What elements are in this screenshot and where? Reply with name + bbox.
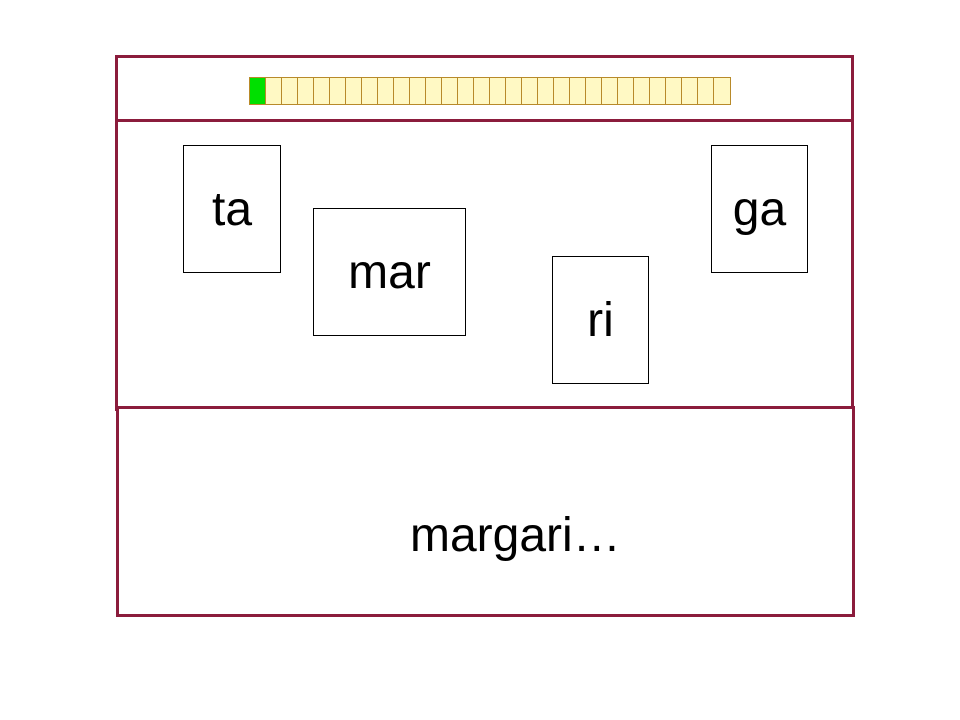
progress-segment-filled [250,78,266,104]
progress-segment-empty [666,78,682,104]
progress-segment-empty [618,78,634,104]
progress-segment-empty [298,78,314,104]
progress-segment-empty [538,78,554,104]
progress-segment-empty [650,78,666,104]
progress-segment-empty [314,78,330,104]
progress-segment-empty [554,78,570,104]
progress-segment-empty [698,78,714,104]
progress-segment-empty [586,78,602,104]
answer-word: margari… [410,509,621,562]
syllable-card-ta[interactable]: ta [183,145,281,273]
progress-segment-empty [266,78,282,104]
progress-segment-empty [378,78,394,104]
progress-segment-empty [522,78,538,104]
progress-segment-empty [602,78,618,104]
progress-segment-empty [346,78,362,104]
progress-segment-empty [458,78,474,104]
progress-segment-empty [362,78,378,104]
progress-segment-empty [682,78,698,104]
syllable-card-mar[interactable]: mar [313,208,466,336]
progress-segment-empty [634,78,650,104]
progress-segment-empty [474,78,490,104]
progress-segment-empty [490,78,506,104]
progress-segment-empty [410,78,426,104]
progress-segment-empty [506,78,522,104]
progress-segment-empty [394,78,410,104]
progress-segment-empty [442,78,458,104]
progress-segment-empty [330,78,346,104]
answer-panel [116,406,855,617]
syllable-card-ga[interactable]: ga [711,145,808,273]
progress-segment-empty [714,78,730,104]
progress-bar [249,77,731,105]
progress-segment-empty [426,78,442,104]
progress-segment-empty [282,78,298,104]
syllable-card-ri[interactable]: ri [552,256,649,384]
progress-segment-empty [570,78,586,104]
